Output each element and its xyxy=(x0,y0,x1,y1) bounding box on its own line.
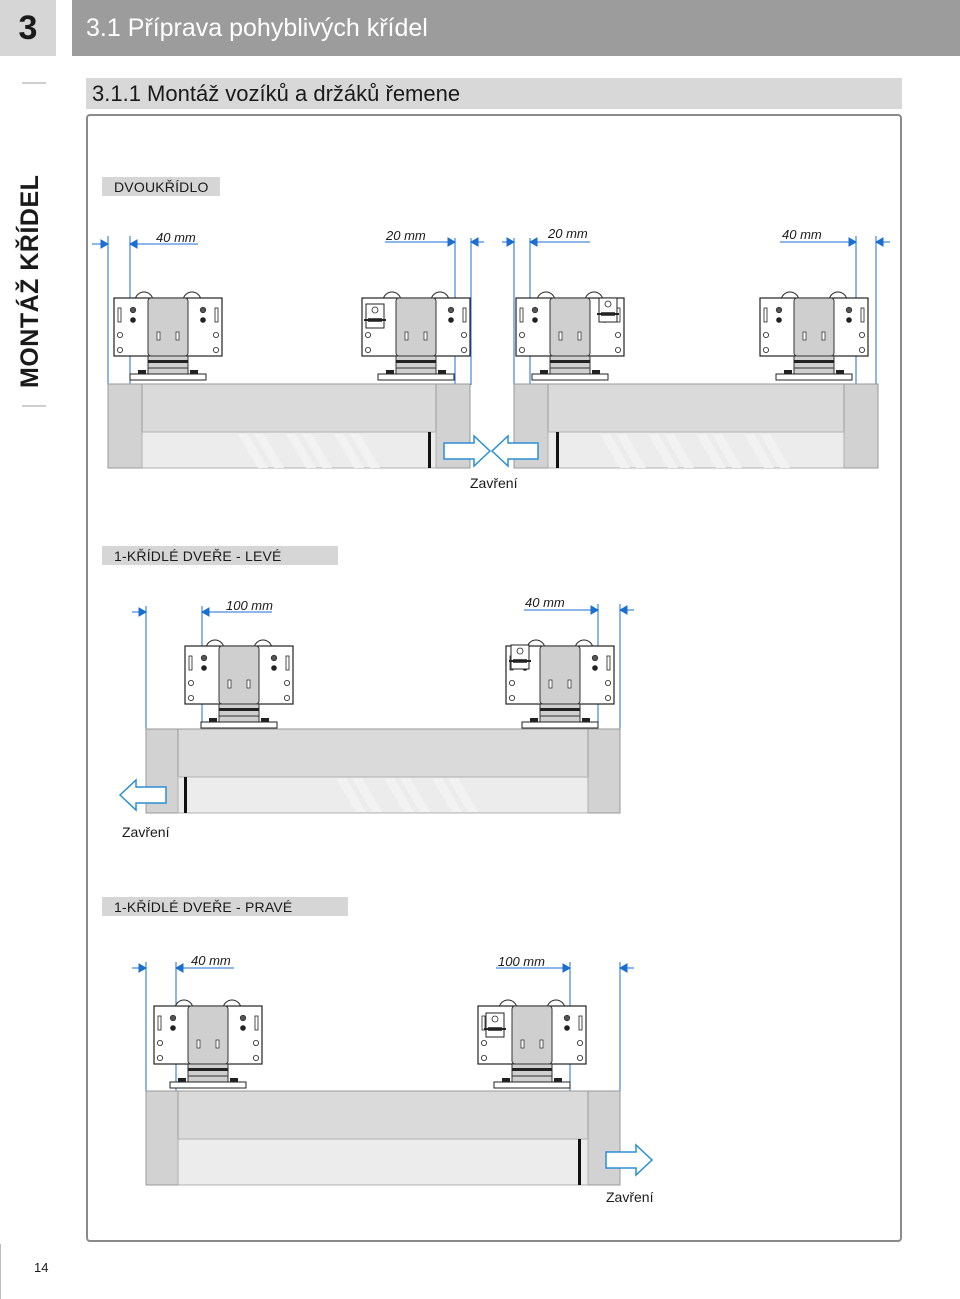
panel-tag-left: 1-KŘÍDLÉ DVEŘE - LEVÉ xyxy=(102,546,338,565)
side-divider-bottom xyxy=(22,405,46,407)
closing-caption: Zavření xyxy=(470,475,518,491)
closing-arrow-icon xyxy=(605,1143,654,1177)
page-number-box xyxy=(0,1244,57,1299)
chapter-title: 3.1 Příprava pohyblivých křídel xyxy=(72,0,960,56)
dimension-label: 40 mm xyxy=(156,230,196,245)
right-leaf-drawing xyxy=(132,962,654,1186)
panel-tag-right: 1-KŘÍDLÉ DVEŘE - PRAVÉ xyxy=(102,897,348,916)
panel-tag-double: DVOUKŘÍDLO xyxy=(102,177,220,196)
dimension-label: 20 mm xyxy=(548,226,588,241)
closing-arrow-icon xyxy=(443,434,492,468)
closing-caption: Zavření xyxy=(606,1189,654,1205)
dimension-label: 20 mm xyxy=(386,228,426,243)
dimension-label: 40 mm xyxy=(525,595,565,610)
closing-arrow-icon xyxy=(118,778,167,812)
double-leaf-drawing xyxy=(92,236,890,469)
side-divider-top xyxy=(22,82,46,84)
dimension-label: 100 mm xyxy=(226,598,273,613)
content-frame xyxy=(86,114,902,1242)
page-number: 14 xyxy=(34,1260,49,1275)
dimension-label: 40 mm xyxy=(191,953,231,968)
dimension-label: 100 mm xyxy=(498,954,545,969)
section-title: 3.1.1 Montáž vozíků a držáků řemene xyxy=(86,78,902,109)
closing-caption: Zavření xyxy=(122,824,170,840)
chapter-number: 3 xyxy=(0,0,56,56)
dimension-label: 40 mm xyxy=(782,227,822,242)
left-leaf-drawing xyxy=(118,604,634,814)
closing-arrow-icon xyxy=(490,434,539,468)
